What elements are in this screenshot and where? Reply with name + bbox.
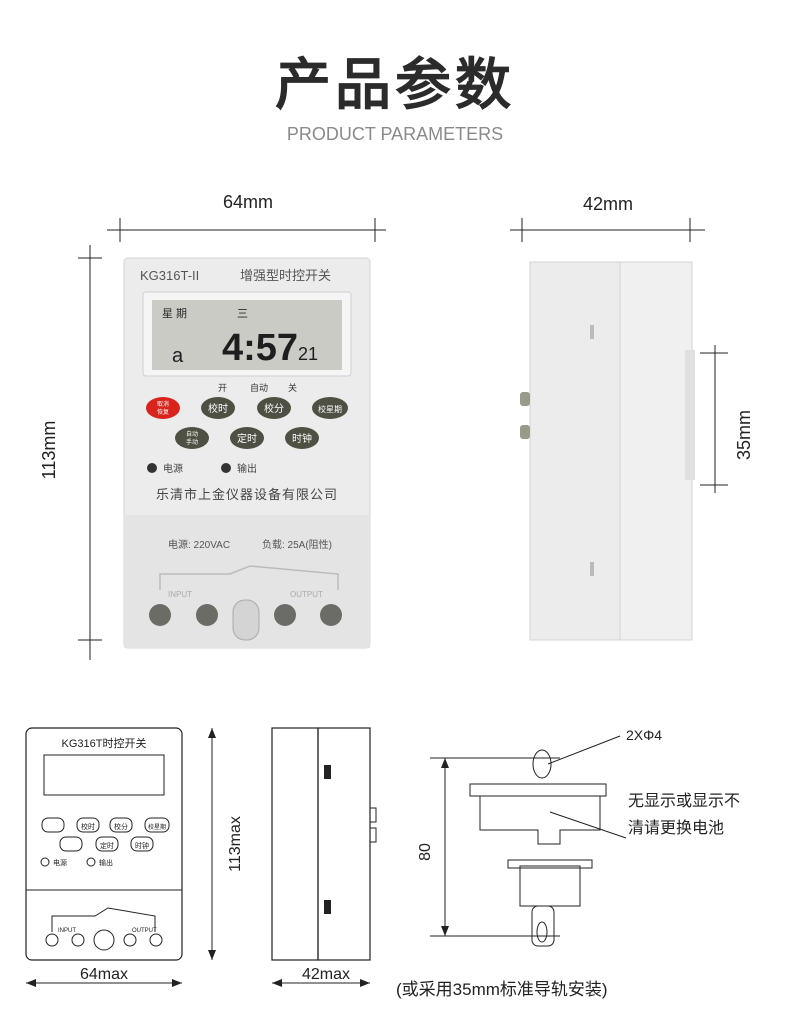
terminal-screw-4 xyxy=(320,604,342,626)
power-label: 电源 xyxy=(163,462,183,475)
page-title: 产品参数 xyxy=(275,53,515,118)
output-label: 输出 xyxy=(237,462,257,475)
adjust-week-button[interactable]: 校星期 xyxy=(312,397,348,419)
svg-text:定时: 定时 xyxy=(100,841,114,850)
rail-clip xyxy=(685,350,695,480)
drawing-side-outline xyxy=(317,727,371,961)
clock-button[interactable]: 时钟 xyxy=(285,427,319,449)
lcd-weekday-value: 三 xyxy=(237,308,248,320)
power-spec: 电源: 220VAC xyxy=(168,538,230,551)
drawing-width-label: 64max xyxy=(80,966,128,983)
side-width-label: 42mm xyxy=(583,194,633,214)
terminal-screw-3 xyxy=(274,604,296,626)
label-on: 开 xyxy=(218,383,227,393)
svg-text:恢复: 恢复 xyxy=(157,408,169,416)
auto-manual-button[interactable]: 自动 手动 xyxy=(175,427,209,449)
manufacturer-label: 乐清市上金仪器设备有限公司 xyxy=(156,487,338,502)
model-label: KG316T-II xyxy=(140,268,199,283)
clock-label: 时钟 xyxy=(292,432,312,445)
label-auto: 自动 xyxy=(250,382,268,393)
load-spec: 负载: 25A(阻性) xyxy=(262,538,332,551)
product-name: 增强型时控开关 xyxy=(240,268,331,283)
terminal-center-slot xyxy=(232,599,260,641)
cancel-restore-button[interactable]: 取消 恢复 xyxy=(146,397,180,419)
adjust-hour-button[interactable]: 校时 xyxy=(201,397,235,419)
label-off: 关 xyxy=(288,382,297,393)
svg-text:时钟: 时钟 xyxy=(135,841,149,850)
lcd-time: 4:57 xyxy=(222,327,298,369)
mount-note-line2: 清请更换电池 xyxy=(628,819,724,837)
side-view: 42mm 35mm xyxy=(510,194,754,641)
adjust-hour-label: 校时 xyxy=(208,402,228,415)
lcd-weekday-label: 星 期 xyxy=(162,307,187,320)
front-width-label: 64mm xyxy=(223,192,273,212)
front-height-label: 113mm xyxy=(39,421,59,480)
technical-drawings: KG316T时控开关 校时 校分 校星期 定时 时钟 电源 输出 INPUT O… xyxy=(25,727,740,999)
drawing-height-label: 113max xyxy=(227,816,244,872)
drawing-side-width-label: 42max xyxy=(302,966,350,983)
terminal-output-label: OUTPUT xyxy=(290,590,323,599)
svg-text:手动: 手动 xyxy=(186,438,198,446)
mount-rail-note: (或采用35mm标准导轨安装) xyxy=(396,980,608,999)
drawing-lcd xyxy=(43,754,165,796)
front-view: 64mm 113mm KG316T-II 增强型时控开关 星 期 三 a 4:5… xyxy=(39,192,386,660)
svg-text:校星期: 校星期 xyxy=(148,823,166,831)
drawing-input-label: INPUT xyxy=(58,928,76,934)
terminal-input-label: INPUT xyxy=(168,590,192,599)
drawing-power-label: 电源 xyxy=(53,858,67,867)
drawing-front-outline xyxy=(25,727,183,961)
side-rail-label: 35mm xyxy=(734,410,754,460)
output-indicator xyxy=(221,463,231,473)
mount-hole-label: 2XΦ4 xyxy=(626,727,662,743)
svg-text:校分: 校分 xyxy=(114,822,128,831)
svg-text:校时: 校时 xyxy=(81,822,95,831)
mount-note-line1: 无显示或显示不 xyxy=(628,792,740,810)
svg-text:自动: 自动 xyxy=(186,430,198,438)
mount-dimension: 80 xyxy=(417,843,434,861)
side-front-section xyxy=(529,261,621,641)
timing-label: 定时 xyxy=(237,432,257,445)
page-subtitle: PRODUCT PARAMETERS xyxy=(286,124,504,144)
adjust-minute-button[interactable]: 校分 xyxy=(257,397,291,419)
lcd-screen xyxy=(152,300,342,370)
adjust-minute-label: 校分 xyxy=(264,402,284,415)
adjust-week-label: 校星期 xyxy=(318,404,342,414)
terminal-screw-1 xyxy=(149,604,171,626)
power-indicator xyxy=(147,463,157,473)
lcd-seconds: 21 xyxy=(298,344,318,364)
svg-text:取消: 取消 xyxy=(157,400,169,408)
drawing-output-label: 输出 xyxy=(99,858,113,867)
terminal-screw-2 xyxy=(196,604,218,626)
drawing-terminal-output-label: OUTPUT xyxy=(132,928,157,934)
timing-button[interactable]: 定时 xyxy=(230,427,264,449)
side-rear-section xyxy=(619,261,693,641)
drawing-model-title: KG316T时控开关 xyxy=(62,736,147,750)
lcd-mode-digit: a xyxy=(172,345,184,367)
drawing-buttons: 校时 校分 校星期 定时 时钟 xyxy=(41,817,170,852)
